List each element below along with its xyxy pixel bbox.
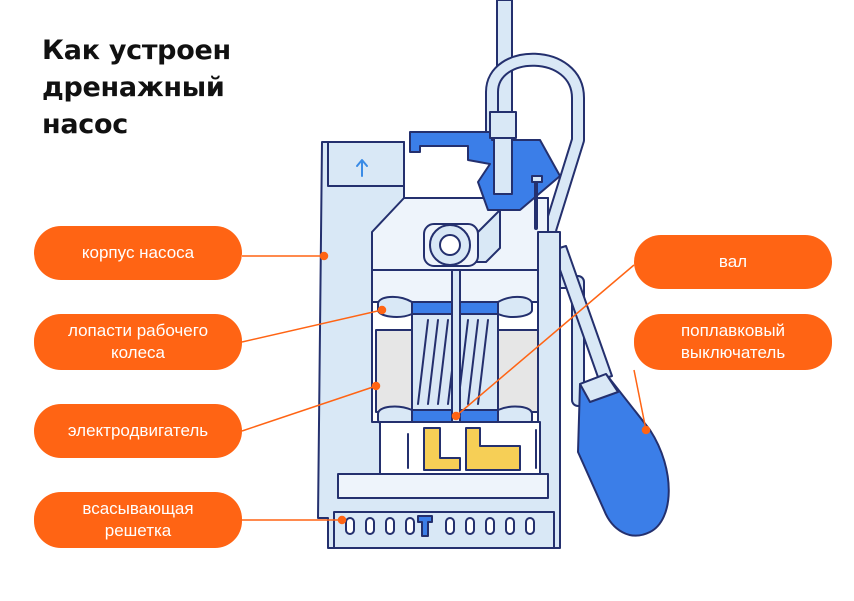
title-line-3: насос: [42, 109, 128, 140]
leader-shaft: [455, 264, 635, 417]
leader-impeller-blades: [241, 309, 383, 343]
label-pump-body: корпус насоса: [34, 226, 242, 280]
label-motor-text: электродвигатель: [67, 421, 209, 440]
label-intake-grille: всасывающая решетка: [34, 492, 242, 548]
impeller-chamber: [337, 473, 549, 499]
label-intake-grille-text-1: всасывающая: [82, 499, 194, 518]
stator-right: [497, 329, 539, 413]
label-shaft-text: вал: [718, 252, 748, 271]
power-cable: [496, 0, 513, 113]
motor-cap: [423, 223, 479, 267]
label-float-switch-text-2: выключатель: [680, 343, 786, 362]
leader-float-switch: [633, 369, 647, 431]
outlet-arrow: [356, 159, 368, 177]
title-line-2: дренажный: [42, 72, 225, 103]
title-line-1: Как устроен: [42, 35, 231, 66]
cable-gland: [489, 111, 517, 139]
leader-motor: [241, 385, 377, 432]
label-float-switch-text-1: поплавковый: [680, 321, 786, 340]
label-intake-grille-text-2: решетка: [104, 521, 172, 540]
label-impeller-blades-text-1: лопасти рабочего: [67, 321, 209, 340]
label-shaft: вал: [634, 235, 832, 289]
intake-grille: [333, 511, 555, 549]
label-motor: электродвигатель: [34, 404, 242, 458]
oil-chamber: [379, 421, 541, 475]
label-impeller-blades: лопасти рабочего колеса: [34, 314, 242, 370]
label-pump-body-text: корпус насоса: [81, 243, 195, 262]
float-rod: [552, 245, 613, 381]
page-title: Как устроен дренажный насос: [42, 32, 231, 143]
float-switch: [577, 373, 670, 537]
stator-left: [375, 329, 413, 413]
label-impeller-blades-text-2: колеса: [110, 343, 166, 362]
label-float-switch: поплавковый выключатель: [634, 314, 832, 370]
